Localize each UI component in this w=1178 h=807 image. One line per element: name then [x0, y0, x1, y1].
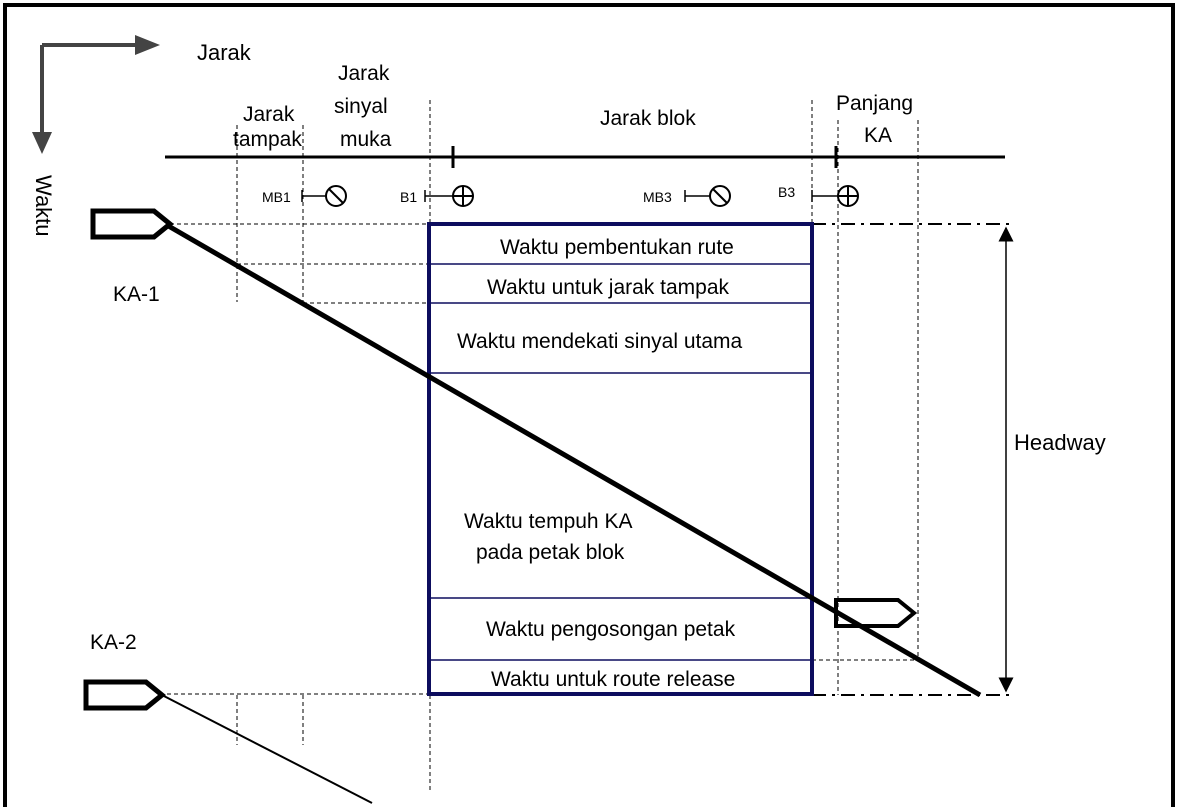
block-time-box: [427, 222, 814, 696]
y-axis-label: Waktu: [31, 175, 56, 237]
label-jarak-tampak-2: tampak: [233, 128, 302, 151]
label-panjang-ka-1: Panjang: [836, 92, 913, 115]
diagram-frame: [3, 3, 1175, 807]
headway-dashdot-lines: [812, 223, 1015, 696]
signal-b1-label: B1: [400, 189, 417, 205]
time-travel-block-2: pada petak blok: [476, 541, 625, 564]
time-clearing: Waktu pengosongan petak: [486, 618, 736, 641]
label-sinyal-muka-3: muka: [340, 128, 392, 151]
signal-b1: B1: [400, 185, 474, 207]
axis-arrows: [32, 35, 160, 154]
signal-b3: B3: [778, 184, 859, 207]
ka1-trajectory: [163, 221, 982, 698]
train-ka1-label: KA-1: [113, 283, 160, 306]
x-axis-label: Jarak: [197, 40, 252, 65]
time-route-formation: Waktu pembentukan rute: [500, 236, 734, 259]
ka2-trajectory: [159, 693, 373, 804]
ka2-train-icon: [83, 679, 166, 711]
time-sight-distance: Waktu untuk jarak tampak: [487, 276, 729, 299]
label-sinyal-muka-2: sinyal: [334, 95, 388, 118]
horizontal-guides: [160, 223, 918, 695]
signal-b3-label: B3: [778, 184, 795, 200]
train-ka2-label: KA-2: [90, 631, 137, 654]
label-jarak-tampak-1: Jarak: [243, 103, 295, 126]
label-jarak-blok: Jarak blok: [600, 107, 696, 130]
signal-mb1: MB1: [262, 185, 347, 207]
headway-label: Headway: [1014, 430, 1106, 455]
time-route-release: Waktu untuk route release: [491, 668, 735, 691]
time-travel-block-1: Waktu tempuh KA: [464, 510, 632, 533]
label-sinyal-muka-1: Jarak: [338, 62, 390, 85]
block-time-border: [427, 222, 814, 696]
signal-mb1-label: MB1: [262, 189, 291, 205]
signal-mb3-label: MB3: [643, 189, 672, 205]
ka1-train-icon: [90, 208, 174, 240]
time-approach-main-signal: Waktu mendekati sinyal utama: [457, 330, 743, 353]
ka1-arrival-train-icon: [834, 598, 918, 628]
label-panjang-ka-2: KA: [864, 124, 892, 147]
signal-mb3: MB3: [643, 185, 731, 207]
